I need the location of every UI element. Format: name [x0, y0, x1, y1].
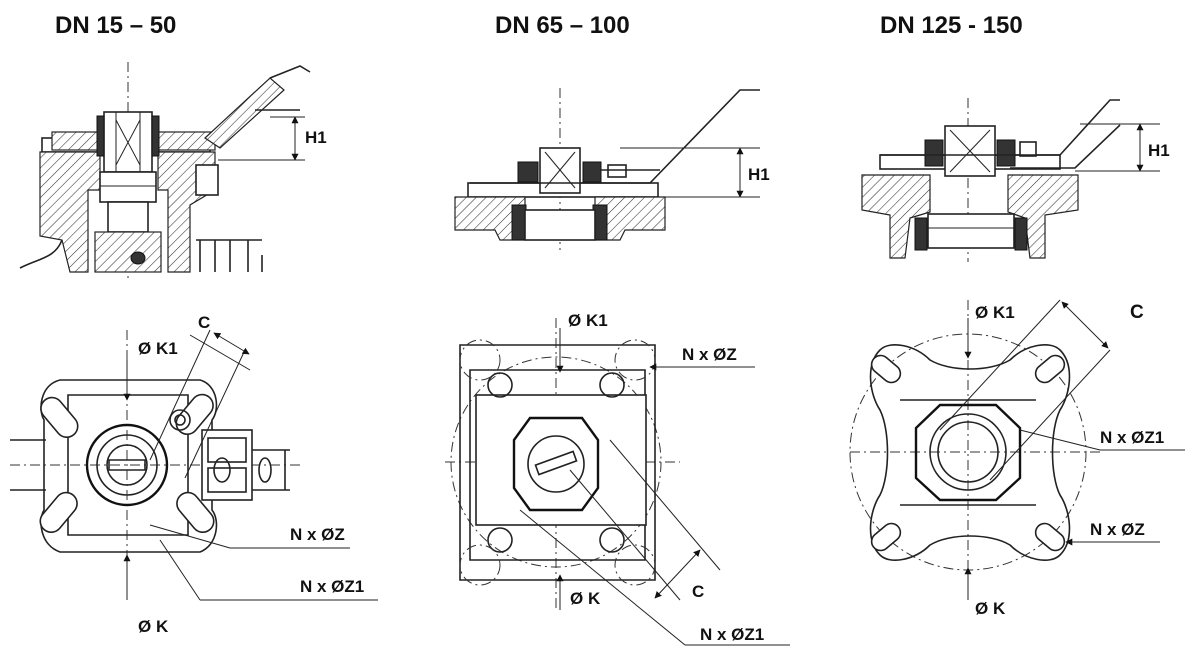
dn65-100-nz-label: N x ØZ [682, 345, 737, 364]
dn125-150-h1-label: H1 [1148, 141, 1170, 160]
dn65-100-c-label: C [692, 582, 704, 601]
dn15-50-k-label: Ø K [138, 617, 169, 636]
dn65-100-h1-label: H1 [748, 165, 770, 184]
dn65-100-plan-view: Ø K1 Ø K N x ØZ C N x ØZ1 [445, 311, 790, 646]
dn125-150-nz-label: N x ØZ [1090, 520, 1145, 539]
dn65-100-section-view: H1 [454, 88, 770, 250]
dn15-50-nz1-label: N x ØZ1 [300, 577, 364, 596]
dn125-150-c-label: C [1130, 302, 1144, 323]
dn125-150-section-view: H1 [861, 98, 1170, 262]
dn125-150-k-label: Ø K [975, 599, 1006, 618]
section-title-dn65-100: DN 65 – 100 [495, 12, 630, 39]
dn125-150-plan-view: Ø K1 Ø K C N x ØZ1 N x ØZ [849, 299, 1185, 618]
dn15-50-k1-label: Ø K1 [138, 339, 178, 358]
dn65-100-nz1-label: N x ØZ1 [700, 625, 764, 644]
section-title-dn125-150: DN 125 - 150 [880, 12, 1023, 39]
section-title-dn15-50: DN 15 – 50 [55, 12, 176, 39]
dn15-50-c-label: C [198, 313, 210, 332]
dn125-150-k1-label: Ø K1 [975, 303, 1015, 322]
dn125-150-nz1-label: N x ØZ1 [1100, 428, 1164, 447]
dn15-50-plan-view: Ø K1 Ø K C N x ØZ N x ØZ1 [10, 313, 378, 636]
dn65-100-k-label: Ø K [570, 589, 601, 608]
dn15-50-section-view: H1 [19, 62, 327, 278]
dn15-50-nz-label: N x ØZ [290, 525, 345, 544]
dn15-50-h1-label: H1 [305, 128, 327, 147]
dn65-100-k1-label: Ø K1 [568, 311, 608, 330]
